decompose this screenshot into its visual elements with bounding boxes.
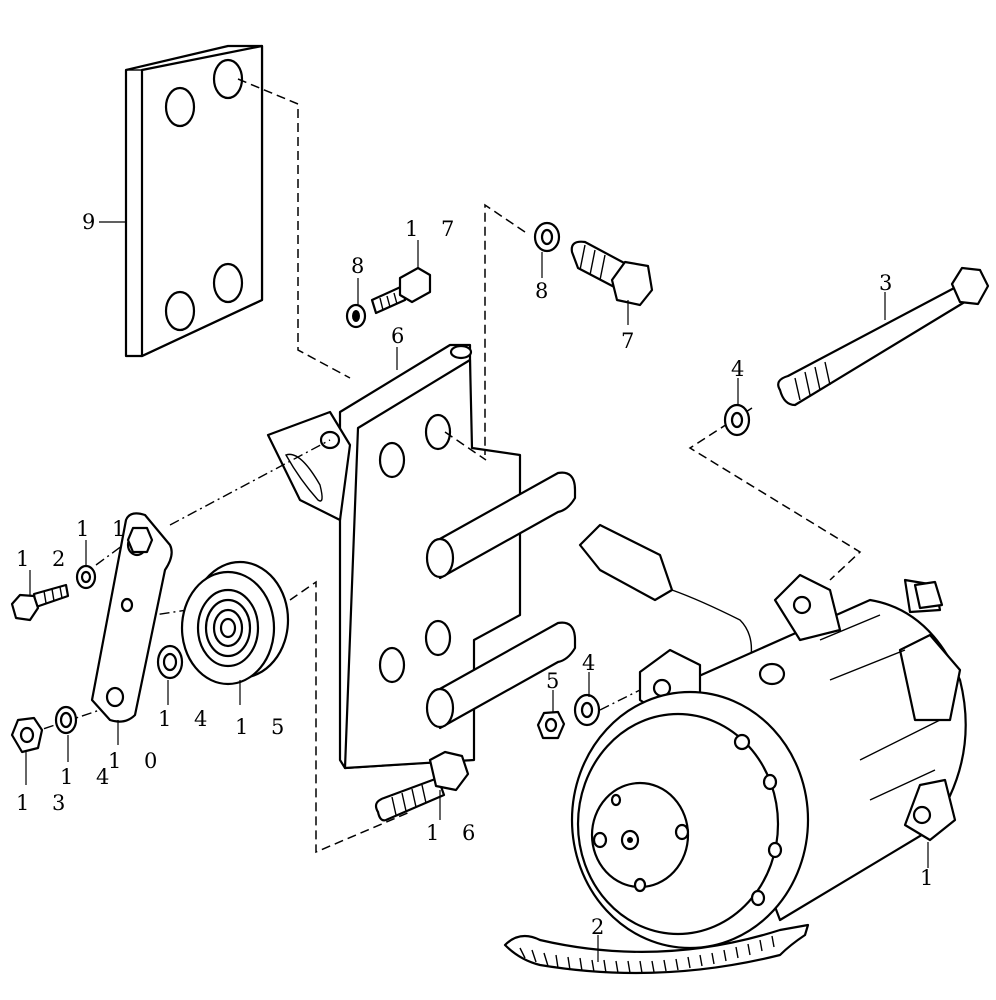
washer-part-8-large <box>533 221 561 253</box>
alignment-line-bracket <box>444 431 487 461</box>
washer-part-14-center <box>156 644 184 680</box>
callout-17: 1 7 <box>405 217 462 241</box>
bracket-part-6 <box>266 343 577 770</box>
alignment-line-bolt7 <box>484 203 526 455</box>
callout-8-small: 8 <box>351 254 372 278</box>
bolt-part-7 <box>570 240 654 307</box>
callout-labels: 1 2 3 4 4 5 6 1 7 7 8 8 9 1 0 1 1 1 2 1 … <box>16 210 941 939</box>
callout-6: 6 <box>391 324 412 348</box>
bolt-part-17 <box>370 266 432 315</box>
callout-16: 1 6 <box>426 821 483 845</box>
mounting-plate-part-9 <box>124 44 264 358</box>
callout-8-large: 8 <box>535 279 556 303</box>
callout-14-center: 1 4 <box>158 707 215 731</box>
washer-part-8-small <box>345 303 367 329</box>
callout-13: 1 3 <box>16 791 73 815</box>
callout-3: 3 <box>879 271 900 295</box>
nut-part-13 <box>10 716 44 754</box>
callout-12: 1 2 <box>16 547 73 571</box>
long-bolt-part-3 <box>777 266 990 407</box>
callout-4-lower: 4 <box>582 651 603 675</box>
alignment-line-bolt3 <box>688 407 862 581</box>
bolt-part-16 <box>374 750 470 822</box>
alignment-line-nut13 <box>24 699 131 736</box>
alignment-line-bolt16 <box>289 580 411 854</box>
idler-pulley-part-15 <box>180 560 290 686</box>
drive-belt-part-2 <box>503 923 810 975</box>
bolt-part-12 <box>10 583 70 622</box>
callout-14-left: 1 4 <box>60 765 117 789</box>
callout-11: 1 1 <box>76 517 133 541</box>
callout-9: 9 <box>82 210 103 234</box>
nut-part-5 <box>536 710 566 740</box>
callout-4-upper: 4 <box>731 357 752 381</box>
callout-2: 2 <box>591 915 612 939</box>
alignment-line-plate <box>237 78 351 379</box>
nut-part-11 <box>126 526 154 554</box>
washer-part-11 <box>75 564 97 590</box>
callout-7: 7 <box>621 329 642 353</box>
callout-15: 1 5 <box>235 715 292 739</box>
callout-1: 1 <box>920 866 941 890</box>
washer-part-4-upper <box>723 403 751 437</box>
callout-5: 5 <box>546 669 567 693</box>
leader-lines <box>25 221 929 962</box>
ac-compressor-part-1 <box>570 523 967 950</box>
washer-part-4-lower <box>573 693 601 727</box>
washer-part-14-left <box>54 705 78 735</box>
callout-10: 1 0 <box>108 749 165 773</box>
